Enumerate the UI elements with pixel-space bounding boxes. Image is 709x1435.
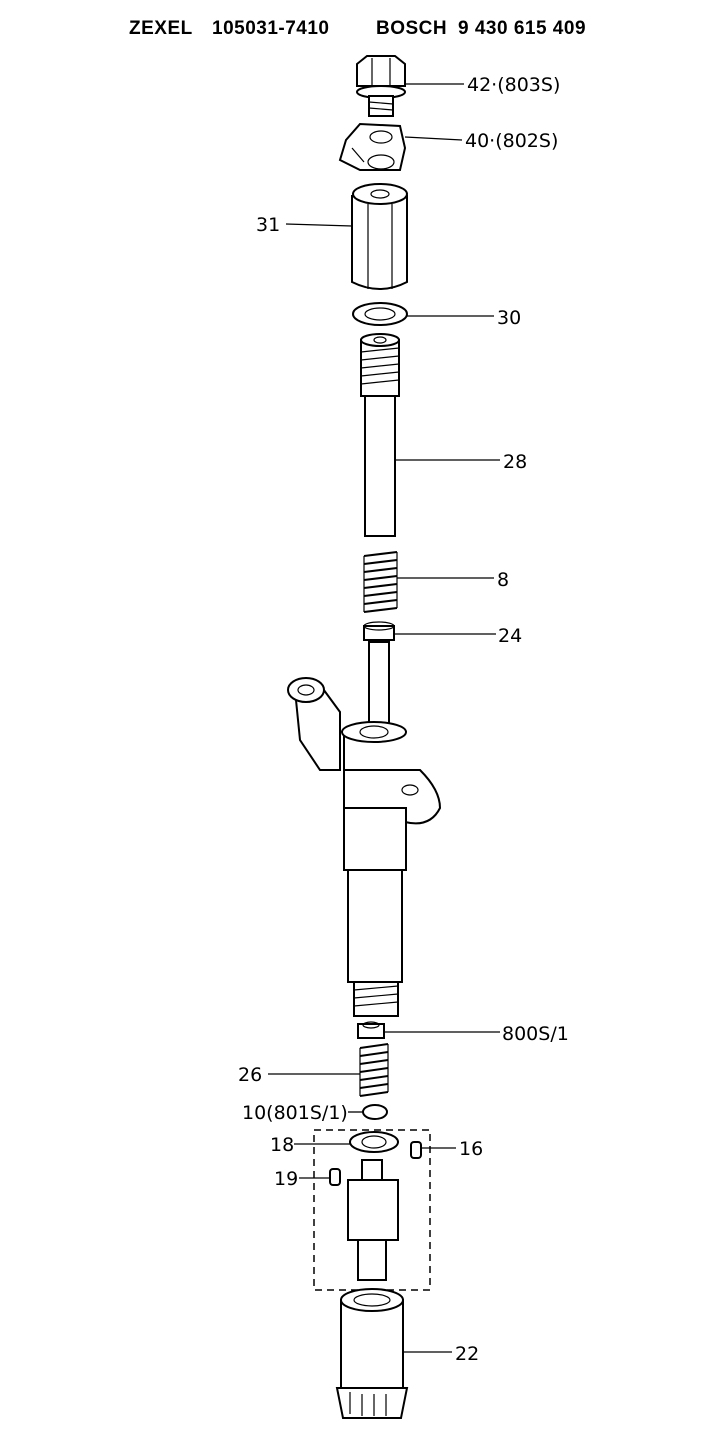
callout-800s1: 800S/1 xyxy=(502,1023,569,1045)
callout-22: 22 xyxy=(455,1343,479,1365)
injector-body xyxy=(287,641,442,1017)
callout-8: 8 xyxy=(497,569,509,591)
callout-31: 31 xyxy=(256,214,280,236)
part-40-plate xyxy=(338,122,407,171)
part-28-push-rod xyxy=(360,333,400,537)
callout-labels: 42·(803S) 40·(802S) 31 30 28 8 24 800S/1… xyxy=(238,74,569,1365)
callout-24: 24 xyxy=(498,625,522,647)
callout-42: 42·(803S) xyxy=(467,74,560,96)
callout-18: 18 xyxy=(270,1134,294,1156)
part-16-pin xyxy=(410,1141,422,1159)
part-22-nozzle-nut xyxy=(335,1288,409,1419)
part-10-shim xyxy=(362,1104,388,1120)
nozzle xyxy=(347,1159,399,1281)
part-26-spring xyxy=(359,1043,389,1097)
zexel-label: ZEXEL xyxy=(129,18,193,39)
nozzle-kit-boundary xyxy=(313,1129,431,1291)
part-18-disc xyxy=(349,1131,399,1153)
bosch-label: BOSCH xyxy=(376,18,448,39)
part-30-washer xyxy=(352,302,408,326)
callout-10: 10(801S/1) xyxy=(242,1102,348,1124)
part-800s1-shim xyxy=(357,1021,385,1039)
part-42-bolt xyxy=(356,55,406,117)
part-8-spring xyxy=(363,551,398,613)
callout-40: 40·(802S) xyxy=(465,130,558,152)
callout-19: 19 xyxy=(274,1168,298,1190)
callout-16: 16 xyxy=(459,1138,483,1160)
part-24-spacer xyxy=(363,621,395,641)
bosch-part-number: 9 430 615 409 xyxy=(458,18,587,39)
part-19-pin xyxy=(329,1168,341,1186)
callout-26: 26 xyxy=(238,1064,262,1086)
zexel-part-number: 105031-7410 xyxy=(212,18,330,39)
drawing-header: ZEXEL 105031-7410 BOSCH 9 430 615 409 xyxy=(0,12,709,48)
callout-30: 30 xyxy=(497,307,521,329)
callout-28: 28 xyxy=(503,451,527,473)
part-31-hex-nut xyxy=(351,183,408,290)
leader-lines xyxy=(268,83,500,1353)
